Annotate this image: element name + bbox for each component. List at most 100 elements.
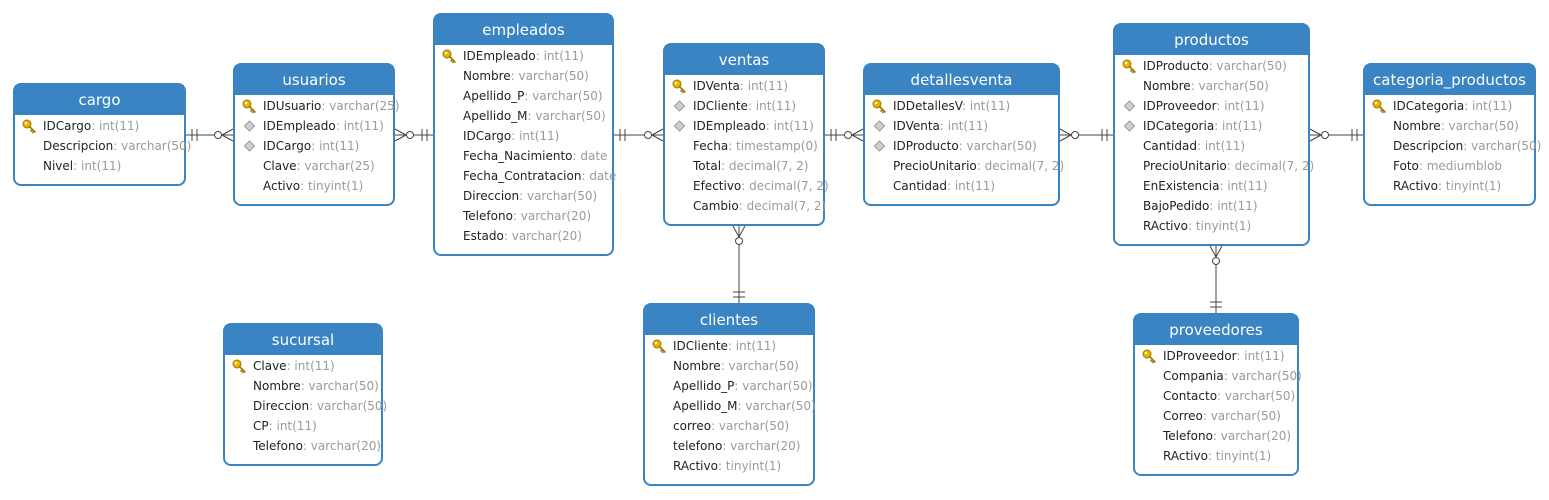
field-row[interactable]: Descripcion: varchar(50) [1365, 136, 1541, 156]
field-row[interactable]: IDEmpleado: int(11) [435, 46, 612, 66]
field-row[interactable]: correo: varchar(50) [645, 416, 813, 436]
field-row[interactable]: Foto: mediumblob [1365, 156, 1534, 176]
field-name: Foto [1393, 159, 1419, 173]
entity-detallesventa[interactable]: detallesventa IDDetallesV: int(11)IDVent… [863, 63, 1064, 206]
field-type: int(11) [1227, 179, 1268, 193]
field-row[interactable]: Nombre: varchar(50) [1365, 116, 1534, 136]
field-row[interactable]: Nombre: varchar(50) [225, 376, 381, 396]
field-name: EnExistencia [1143, 179, 1220, 193]
field-row[interactable]: Nombre: varchar(50) [645, 356, 813, 376]
field-row[interactable]: EnExistencia: int(11) [1115, 176, 1308, 196]
field-row[interactable]: IDDetallesV: int(11) [865, 96, 1058, 116]
field-row[interactable]: IDVenta: int(11) [665, 76, 823, 96]
field-type: int(11) [343, 119, 384, 133]
field-separator: : [939, 119, 948, 133]
field-row[interactable]: IDCategoria: int(11) [1115, 116, 1308, 136]
field-row[interactable]: Activo: tinyint(1) [235, 176, 393, 196]
field-row[interactable]: Clave: int(11) [225, 356, 381, 376]
field-row[interactable]: Direccion: varchar(50) [225, 396, 387, 416]
field-row[interactable]: IDEmpleado: int(11) [665, 116, 823, 136]
field-separator: : [711, 419, 719, 433]
entity-ventas[interactable]: ventas IDVenta: int(11)IDCliente: int(11… [663, 43, 829, 226]
field-row[interactable]: Nombre: varchar(50) [1115, 76, 1308, 96]
field-type: date [589, 169, 617, 183]
field-row[interactable]: IDCargo: int(11) [15, 116, 184, 136]
field-row[interactable]: Nivel: int(11) [15, 156, 184, 176]
field-row[interactable]: Descripcion: varchar(50) [15, 136, 191, 156]
field-row[interactable]: Cantidad: int(11) [1115, 136, 1308, 156]
field-row[interactable]: telefono: varchar(20) [645, 436, 813, 456]
field-row[interactable]: Compania: varchar(50) [1135, 366, 1302, 386]
field-row[interactable]: Apellido_M: varchar(50) [435, 106, 612, 126]
field-separator: : [1217, 389, 1225, 403]
field-row[interactable]: Total: decimal(7, 2) [665, 156, 823, 176]
field-separator: : [510, 69, 519, 83]
field-row[interactable]: IDEmpleado: int(11) [235, 116, 393, 136]
entity-usuarios[interactable]: usuarios IDUsuario: varchar(25)IDEmplead… [233, 63, 400, 206]
entity-title: cargo [15, 85, 184, 115]
field-name: Apellido_P [673, 379, 735, 393]
field-row[interactable]: IDUsuario: varchar(25) [235, 96, 400, 116]
field-row[interactable]: Estado: varchar(20) [435, 226, 612, 246]
primary-key-icon [672, 79, 687, 94]
field-row[interactable]: Fecha_Nacimiento: date [435, 146, 612, 166]
field-row[interactable]: RActivo: tinyint(1) [1115, 216, 1308, 236]
field-row[interactable]: Clave: varchar(25) [235, 156, 393, 176]
entity-proveedores[interactable]: proveedores IDProveedor: int(11)Compania… [1133, 313, 1302, 476]
field-row[interactable]: Direccion: varchar(50) [435, 186, 612, 206]
field-row[interactable]: IDCategoria: int(11) [1365, 96, 1534, 116]
field-separator: : [296, 159, 305, 173]
field-row[interactable]: PrecioUnitario: decimal(7, 2) [1115, 156, 1314, 176]
field-row[interactable]: IDProveedor: int(11) [1135, 346, 1297, 366]
field-separator: : [765, 119, 774, 133]
entity-productos[interactable]: productos IDProducto: varchar(50)Nombre:… [1113, 23, 1314, 246]
field-row[interactable]: RActivo: tinyint(1) [1365, 176, 1534, 196]
field-separator: : [1207, 449, 1216, 463]
field-row[interactable]: PrecioUnitario: decimal(7, 2) [865, 156, 1064, 176]
field-row[interactable]: Telefono: varchar(20) [435, 206, 612, 226]
field-row[interactable]: RActivo: tinyint(1) [645, 456, 813, 476]
entity-sucursal[interactable]: sucursal Clave: int(11)Nombre: varchar(5… [223, 323, 387, 466]
field-row[interactable]: Telefono: varchar(20) [225, 436, 381, 456]
field-row[interactable]: IDCargo: int(11) [235, 136, 393, 156]
field-row[interactable]: Fecha: timestamp(0) [665, 136, 823, 156]
primary-key-icon [1372, 99, 1387, 114]
field-row[interactable]: IDCliente: int(11) [645, 336, 813, 356]
field-type: varchar(50) [1210, 409, 1281, 423]
field-row[interactable]: Contacto: varchar(50) [1135, 386, 1297, 406]
field-row[interactable]: IDVenta: int(11) [865, 116, 1058, 136]
entity-clientes[interactable]: clientes IDCliente: int(11)Nombre: varch… [643, 303, 816, 486]
field-row[interactable]: Apellido_P: varchar(50) [645, 376, 813, 396]
field-row[interactable]: IDCliente: int(11) [665, 96, 823, 116]
field-row[interactable]: Cambio: decimal(7, 2) [665, 196, 826, 216]
entity-empleados[interactable]: empleados IDEmpleado: int(11)Nombre: var… [433, 13, 616, 256]
field-separator: : [524, 89, 533, 103]
field-name: telefono [673, 439, 723, 453]
field-row[interactable]: Telefono: varchar(20) [1135, 426, 1297, 446]
field-row[interactable]: IDProducto: varchar(50) [865, 136, 1058, 156]
entity-categoria-productos[interactable]: categoria_productos IDCategoria: int(11)… [1363, 63, 1541, 206]
field-name: Clave [253, 359, 287, 373]
field-row[interactable]: Nombre: varchar(50) [435, 66, 612, 86]
field-row[interactable]: Apellido_P: varchar(50) [435, 86, 612, 106]
field-row[interactable]: IDProveedor: int(11) [1115, 96, 1308, 116]
entity-cargo[interactable]: cargo IDCargo: int(11)Descripcion: varch… [13, 83, 191, 186]
field-row[interactable]: IDCargo: int(11) [435, 126, 612, 146]
field-row[interactable]: Efectivo: decimal(7, 2) [665, 176, 829, 196]
field-row[interactable]: RActivo: tinyint(1) [1135, 446, 1297, 466]
field-row[interactable]: Cantidad: int(11) [865, 176, 1058, 196]
field-separator: : [73, 159, 81, 173]
field-name: Fecha_Contratacion [463, 169, 582, 183]
field-separator: : [721, 159, 729, 173]
field-row[interactable]: CP: int(11) [225, 416, 381, 436]
field-type: int(11) [1224, 99, 1265, 113]
field-row[interactable]: Apellido_M: varchar(50) [645, 396, 816, 416]
field-row[interactable]: Correo: varchar(50) [1135, 406, 1297, 426]
field-row[interactable]: Fecha_Contratacion: date [435, 166, 616, 186]
field-row[interactable]: IDProducto: varchar(50) [1115, 56, 1308, 76]
field-list: IDUsuario: varchar(25)IDEmpleado: int(11… [235, 95, 400, 196]
field-name: Estado [463, 229, 504, 243]
field-row[interactable]: BajoPedido: int(11) [1115, 196, 1308, 216]
field-type: varchar(50) [742, 379, 813, 393]
